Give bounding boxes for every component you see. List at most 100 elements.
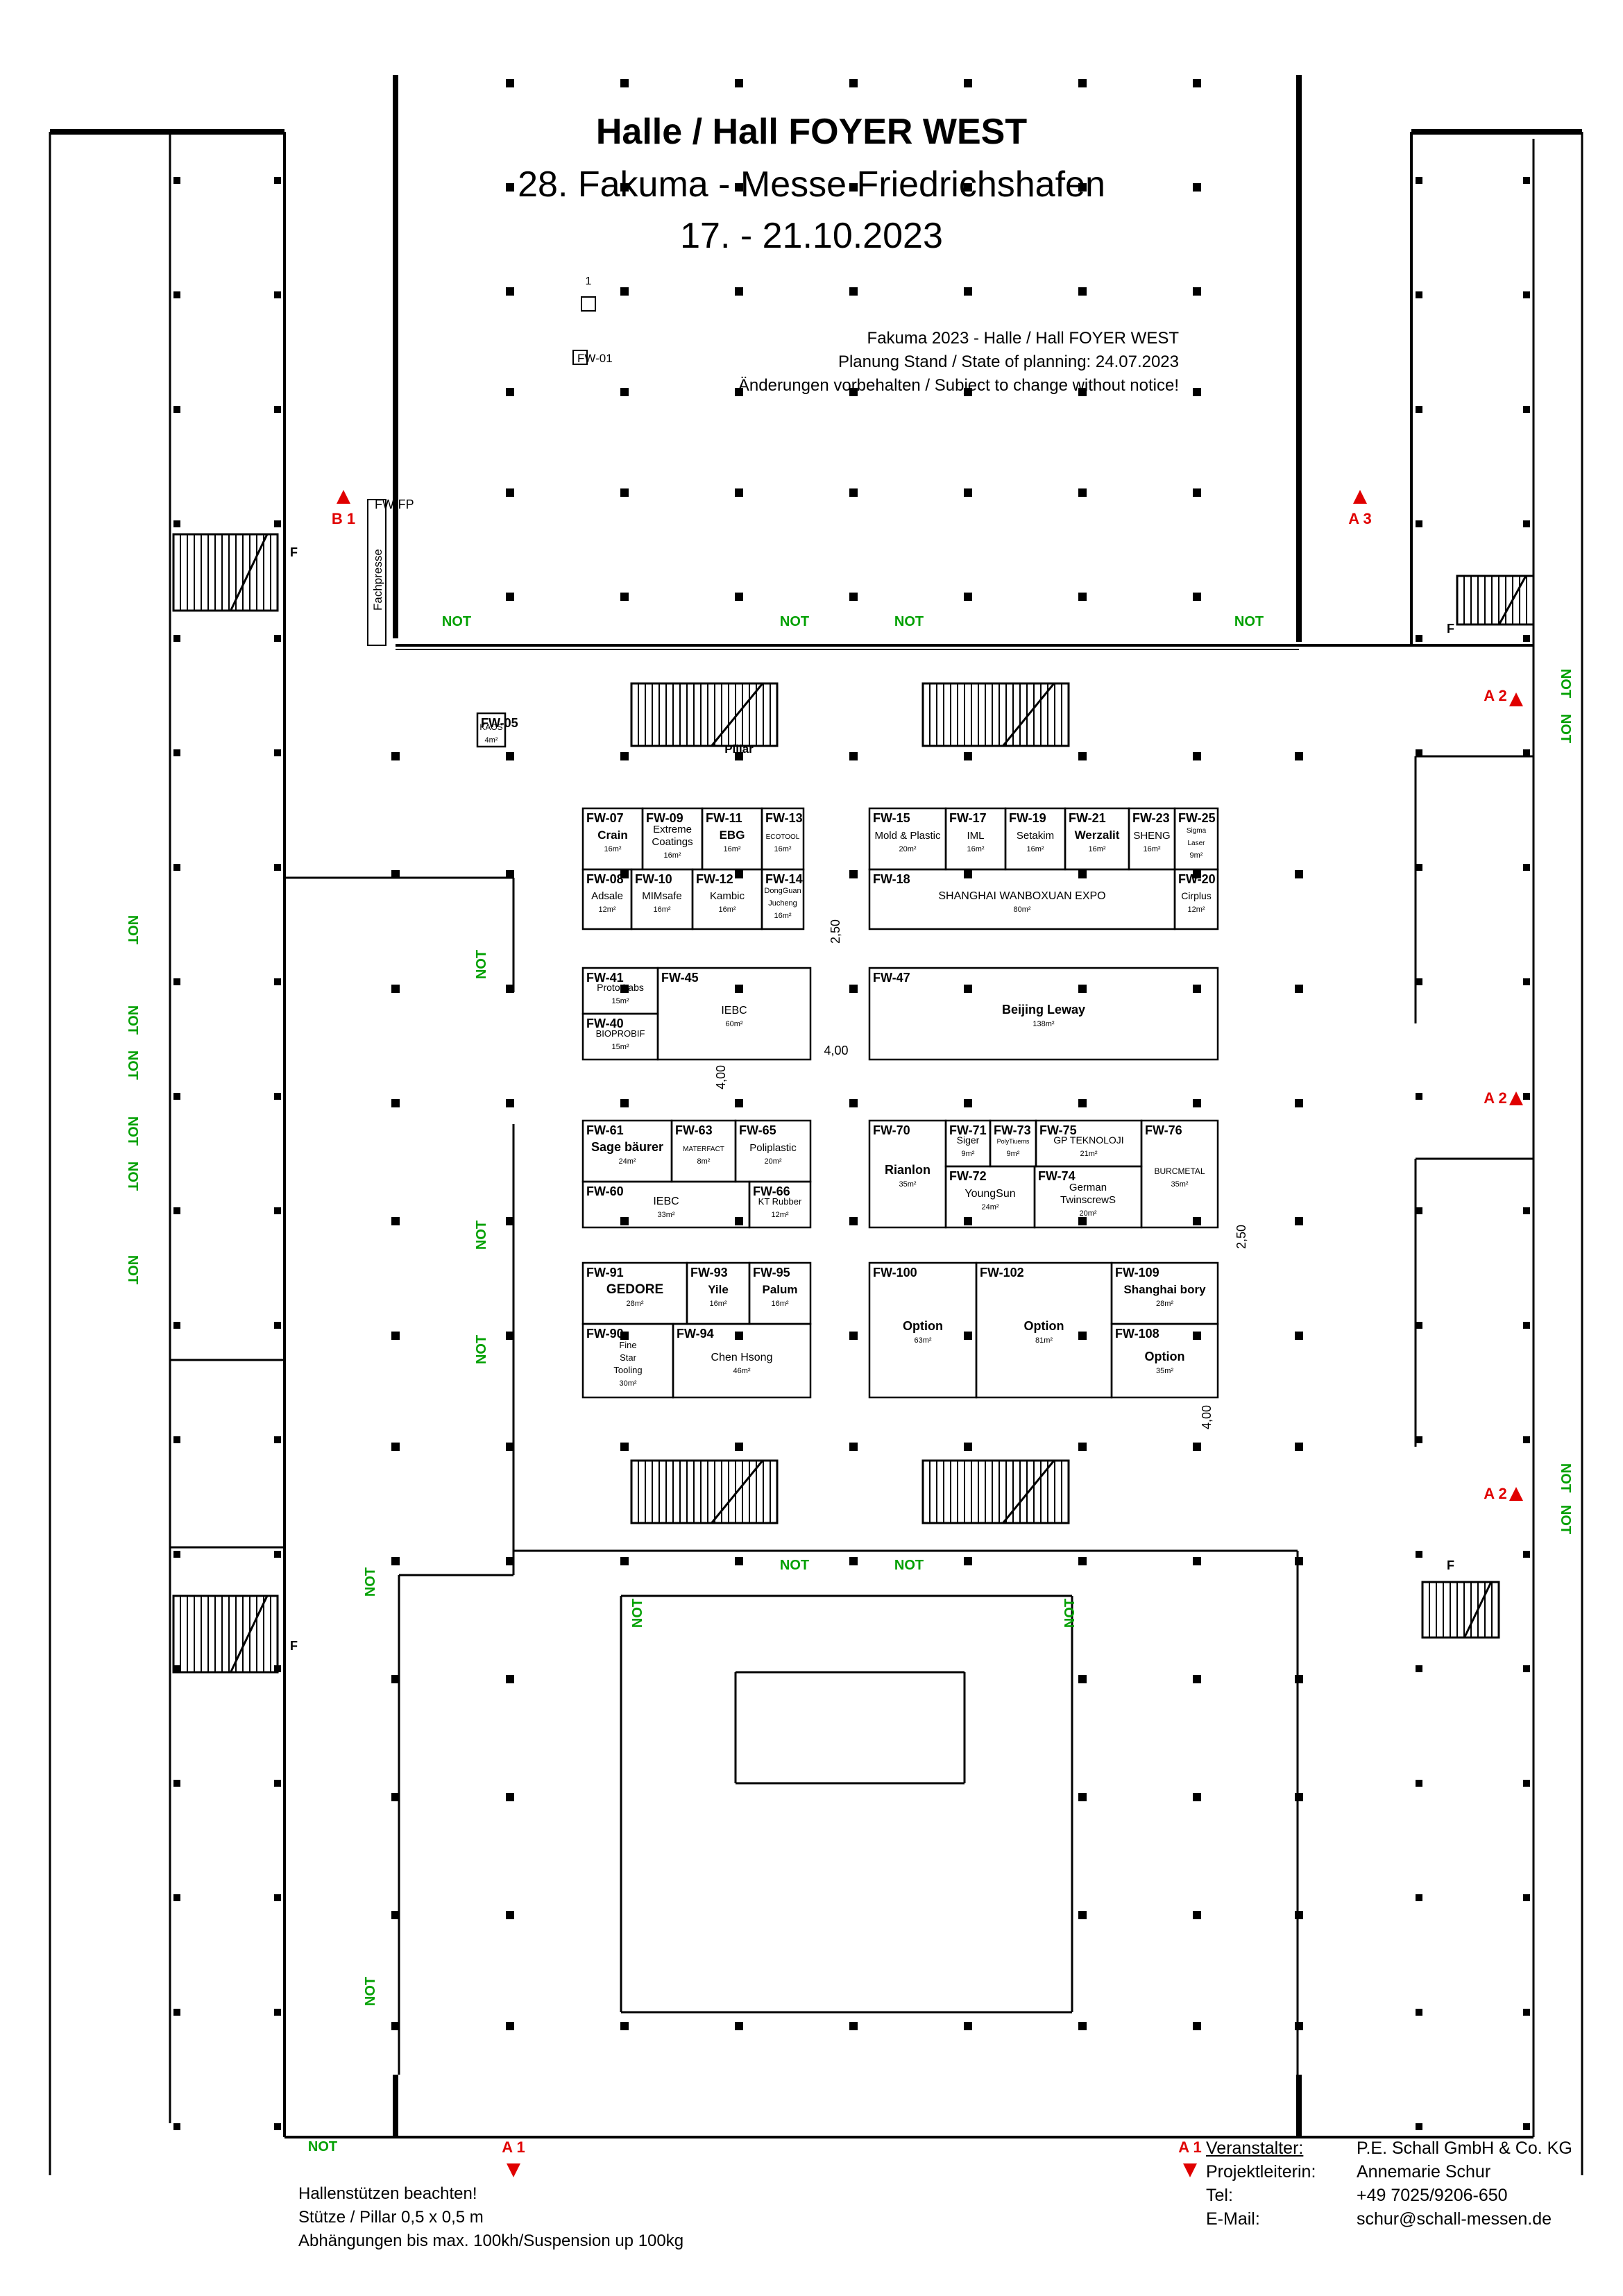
fire-label: F — [290, 1639, 298, 1653]
pillar — [1416, 749, 1422, 756]
pillar — [274, 1436, 281, 1443]
pillar — [173, 1436, 180, 1443]
pillar — [964, 1099, 972, 1107]
pillar-label: Pillar — [724, 742, 754, 756]
booth-id: FW-60 — [586, 1184, 624, 1198]
booth-name: SHANGHAI WANBOXUAN EXPO — [938, 890, 1105, 902]
exit-arrow — [1509, 1487, 1523, 1501]
pillar — [1416, 1093, 1422, 1100]
pillar — [1416, 1665, 1422, 1672]
exit-label: B 1 — [332, 510, 355, 527]
stair-arrow — [711, 1460, 764, 1524]
pillar — [274, 1551, 281, 1558]
booth-area: 80m² — [1013, 905, 1030, 914]
booth-blocks — [367, 296, 1219, 1399]
event-name: 28. Fakuma - Messe Friedrichshafen — [518, 164, 1105, 205]
booth-name: BIOPROBIF — [596, 1028, 645, 1039]
pillar — [1295, 1675, 1303, 1683]
booth-name: Star — [620, 1352, 637, 1363]
booth-name: IEBC — [721, 1005, 747, 1017]
booth-area: 9m² — [1190, 851, 1203, 860]
stair-arrow — [230, 534, 269, 611]
pillar — [1523, 406, 1530, 413]
booth-name: Siger — [957, 1134, 980, 1146]
booth-area: 138m² — [1033, 1020, 1055, 1028]
pillar — [173, 2123, 180, 2130]
booth-id: FW-20 — [1178, 872, 1216, 886]
booth-id: FW-100 — [873, 1266, 917, 1279]
not-exit-label: NOT — [363, 1567, 378, 1597]
pillar — [1193, 752, 1201, 760]
booth-id: FW-95 — [753, 1266, 790, 1279]
pillar — [1193, 183, 1201, 192]
pillar — [1193, 1332, 1201, 1340]
pillar — [173, 1093, 180, 1100]
pillar — [735, 2022, 743, 2030]
pillar — [173, 2009, 180, 2016]
pillar — [620, 1557, 629, 1565]
booth-area: 12m² — [598, 905, 615, 914]
pillar — [1078, 183, 1087, 192]
pillar — [506, 1099, 514, 1107]
pillar — [964, 1217, 972, 1225]
booth-area: 9m² — [1007, 1150, 1020, 1158]
pillar — [1523, 1093, 1530, 1100]
pillar — [1523, 1894, 1530, 1901]
booth-area: 16m² — [774, 845, 791, 853]
booth-name: Option — [1024, 1319, 1064, 1333]
pillar — [1193, 1557, 1201, 1565]
booth — [760, 868, 805, 930]
booth-area: 35m² — [1171, 1180, 1188, 1189]
booth-area: 8m² — [697, 1157, 711, 1166]
pillar — [964, 752, 972, 760]
stair-arrow — [1463, 1581, 1493, 1638]
booth-area: 16m² — [663, 851, 681, 860]
pillar — [735, 1557, 743, 1565]
booth-id: FW-40 — [586, 1017, 624, 1030]
booth-name: Option — [903, 1319, 943, 1333]
pillar — [735, 985, 743, 993]
pillar — [391, 752, 400, 760]
pillar — [620, 1332, 629, 1340]
pillar — [1078, 1793, 1087, 1801]
booth-id: FW-08 — [586, 872, 624, 886]
booth-id: FW-07 — [586, 811, 624, 825]
booth-id: FW-19 — [1009, 811, 1046, 825]
pillar — [849, 870, 858, 878]
pillar — [964, 1557, 972, 1565]
booth-area: 28m² — [626, 1300, 643, 1308]
note-line-3: Abhängungen bis max. 100kh/Suspension up… — [298, 2231, 684, 2250]
pillar — [735, 870, 743, 878]
booth-name: MIMsafe — [642, 890, 682, 902]
not-exit-label: NOT — [474, 950, 489, 979]
booth-area: 16m² — [774, 912, 791, 920]
booth-id: FW-21 — [1069, 811, 1106, 825]
booth-name: Beijing Leway — [1002, 1003, 1085, 1017]
not-exit-label: NOT — [1234, 614, 1264, 629]
not-exit-label: NOT — [894, 614, 924, 629]
pillar — [1078, 1099, 1087, 1107]
pillar — [274, 1780, 281, 1787]
booth-name: KAOS — [479, 722, 502, 732]
booth-id: FW-94 — [677, 1327, 714, 1341]
booth-area: 21m² — [1080, 1150, 1097, 1158]
booth-area: 24m² — [618, 1157, 636, 1166]
pillar — [506, 870, 514, 878]
pillar — [964, 870, 972, 878]
pillar — [1078, 2022, 1087, 2030]
press-booth — [367, 499, 386, 646]
email-link[interactable]: schur@schall-messen.de — [1357, 2209, 1552, 2229]
pillar — [1193, 287, 1201, 296]
pillar — [506, 183, 514, 192]
pillar — [1416, 291, 1422, 298]
booth-area: 24m² — [981, 1203, 999, 1211]
pillar — [735, 488, 743, 497]
pillar — [1078, 1911, 1087, 1919]
booth-name: Poliplastic — [749, 1142, 797, 1154]
booth-name: GP TEKNOLOJI — [1053, 1134, 1123, 1146]
dimension-label: 4,00 — [714, 1065, 728, 1089]
pillar — [274, 635, 281, 642]
booth-area: 16m² — [709, 1300, 726, 1308]
pillar — [1078, 1675, 1087, 1683]
marker-box — [572, 350, 588, 365]
